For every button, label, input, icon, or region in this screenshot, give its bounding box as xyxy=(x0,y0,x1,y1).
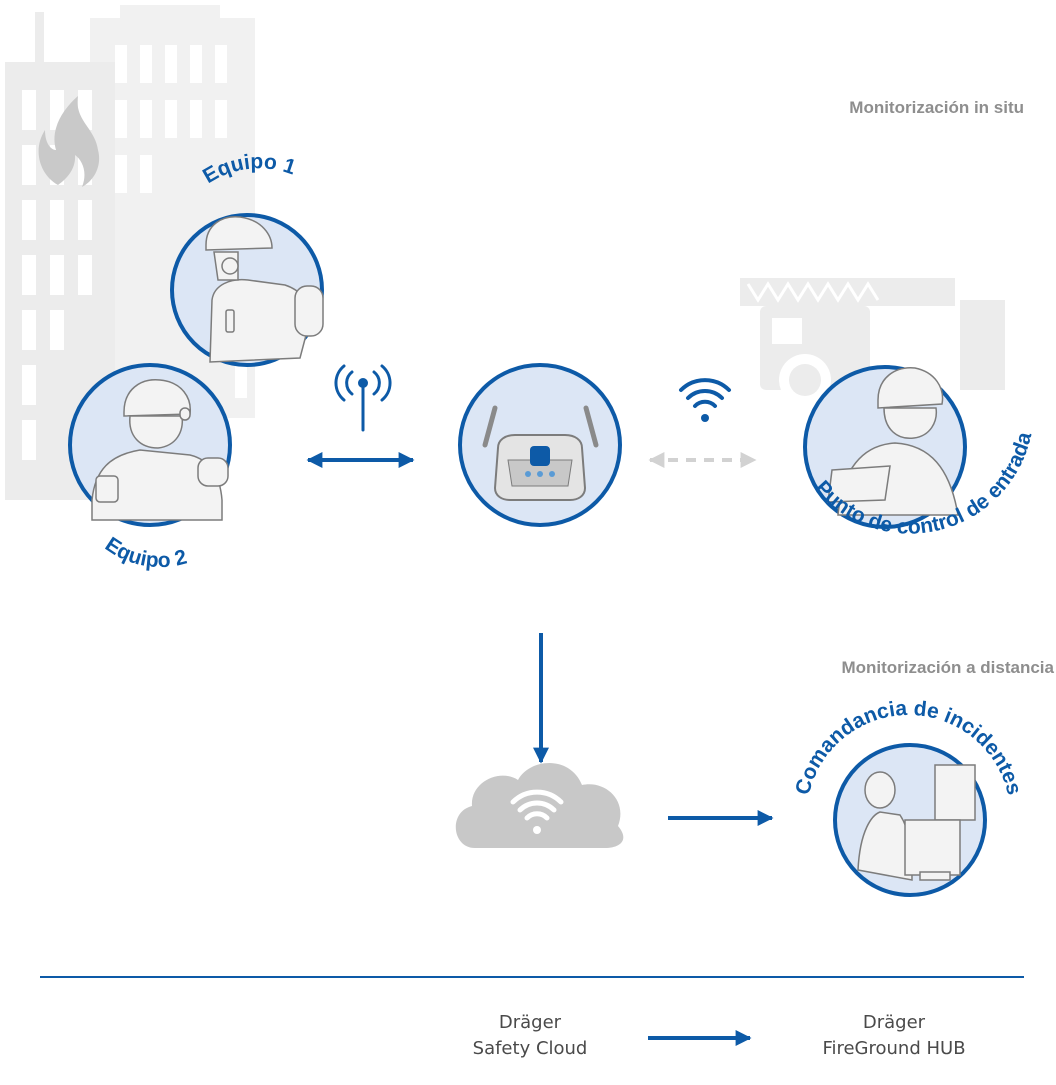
entry-control-node xyxy=(803,365,967,529)
legend-safety-cloud: Dräger Safety Cloud xyxy=(440,1010,620,1062)
legend-fireground-hub-line1: Dräger xyxy=(862,1012,926,1033)
firefighter-icon xyxy=(205,216,324,363)
legend-safety-cloud-line1: Dräger xyxy=(498,1012,562,1033)
hub-node xyxy=(458,363,622,527)
team2-label: Equipo 2 xyxy=(101,533,189,572)
commander-icon xyxy=(857,764,976,881)
flame-icon xyxy=(38,96,100,187)
legend-fireground-hub-line2: FireGround HUB xyxy=(822,1038,966,1059)
radio-antenna-icon xyxy=(334,364,392,432)
onsite-monitoring-label: Monitorización in situ xyxy=(849,98,1024,117)
legend-fireground-hub: Dräger FireGround HUB xyxy=(804,1010,984,1062)
hub-device-icon xyxy=(482,405,599,501)
team2-node xyxy=(68,363,232,527)
fire-truck-icon xyxy=(740,278,1005,406)
firefighter-icon xyxy=(827,367,959,516)
remote-monitoring-label: Monitorización a distancia xyxy=(841,658,1054,677)
wifi-icon xyxy=(679,378,731,422)
wifi-icon xyxy=(510,789,564,834)
team1-node xyxy=(170,213,324,367)
firefighter-icon xyxy=(91,379,229,521)
cloud-icon xyxy=(455,762,624,848)
incident-command-node xyxy=(833,743,987,897)
legend-safety-cloud-line2: Safety Cloud xyxy=(472,1038,588,1059)
